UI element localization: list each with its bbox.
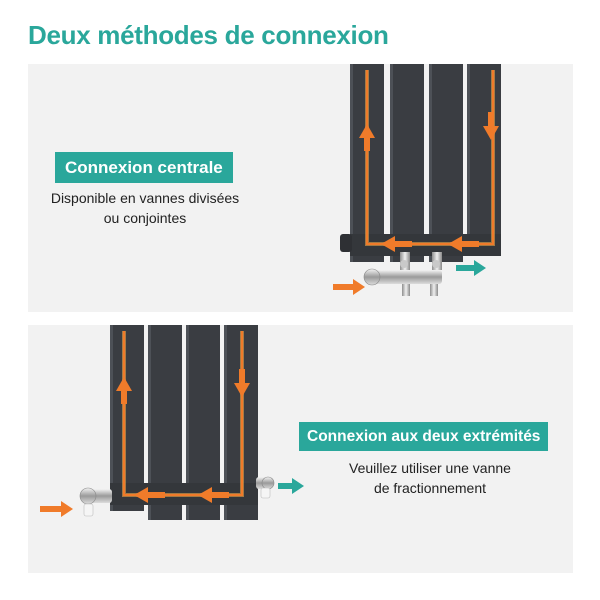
central-connection-panel: Connexion centrale Disponible en vannes … xyxy=(28,64,573,312)
end-connection-label: Connexion aux deux extrémités xyxy=(299,422,549,451)
valve-icon xyxy=(256,476,275,499)
central-connection-description: Disponible en vannes divisées ou conjoin… xyxy=(30,188,260,228)
central-connection-label: Connexion centrale xyxy=(55,152,233,183)
inlet-arrow-icon xyxy=(333,279,365,295)
radiator-column xyxy=(390,64,424,262)
page-title: Deux méthodes de connexion xyxy=(28,20,389,50)
description-line: de fractionnement xyxy=(373,480,487,496)
arrow-left-icon xyxy=(448,236,479,252)
outlet-arrow-icon xyxy=(278,478,304,494)
outlet-arrow-icon xyxy=(456,260,486,276)
end-connection-panel: Connexion aux deux extrémités Veuillez u… xyxy=(28,325,573,573)
arrow-down-icon xyxy=(483,112,499,140)
valve-icon xyxy=(79,487,112,517)
arrow-left-icon xyxy=(134,487,165,503)
flow-path xyxy=(366,70,494,245)
description-line: Disponible en vannes divisées xyxy=(50,190,240,206)
arrow-up-icon xyxy=(359,124,375,151)
flow-path xyxy=(123,331,243,496)
inlet-arrow-icon xyxy=(40,501,73,517)
arrow-left-icon xyxy=(198,487,229,503)
end-connection-description: Veuillez utiliser une vanne de fractionn… xyxy=(307,458,553,498)
end-radiator-illustration xyxy=(40,325,304,520)
description-line: ou conjointes xyxy=(103,210,187,226)
valve-icon xyxy=(363,252,442,296)
end-cap xyxy=(340,234,352,252)
radiator-column xyxy=(429,64,463,262)
radiator-column xyxy=(110,325,144,511)
description-line: Veuillez utiliser une vanne xyxy=(349,460,511,476)
arrow-down-icon xyxy=(234,369,250,397)
central-radiator-illustration xyxy=(333,64,501,296)
arrow-up-icon xyxy=(116,377,132,404)
radiator-column xyxy=(467,64,501,254)
arrow-left-icon xyxy=(381,236,412,252)
